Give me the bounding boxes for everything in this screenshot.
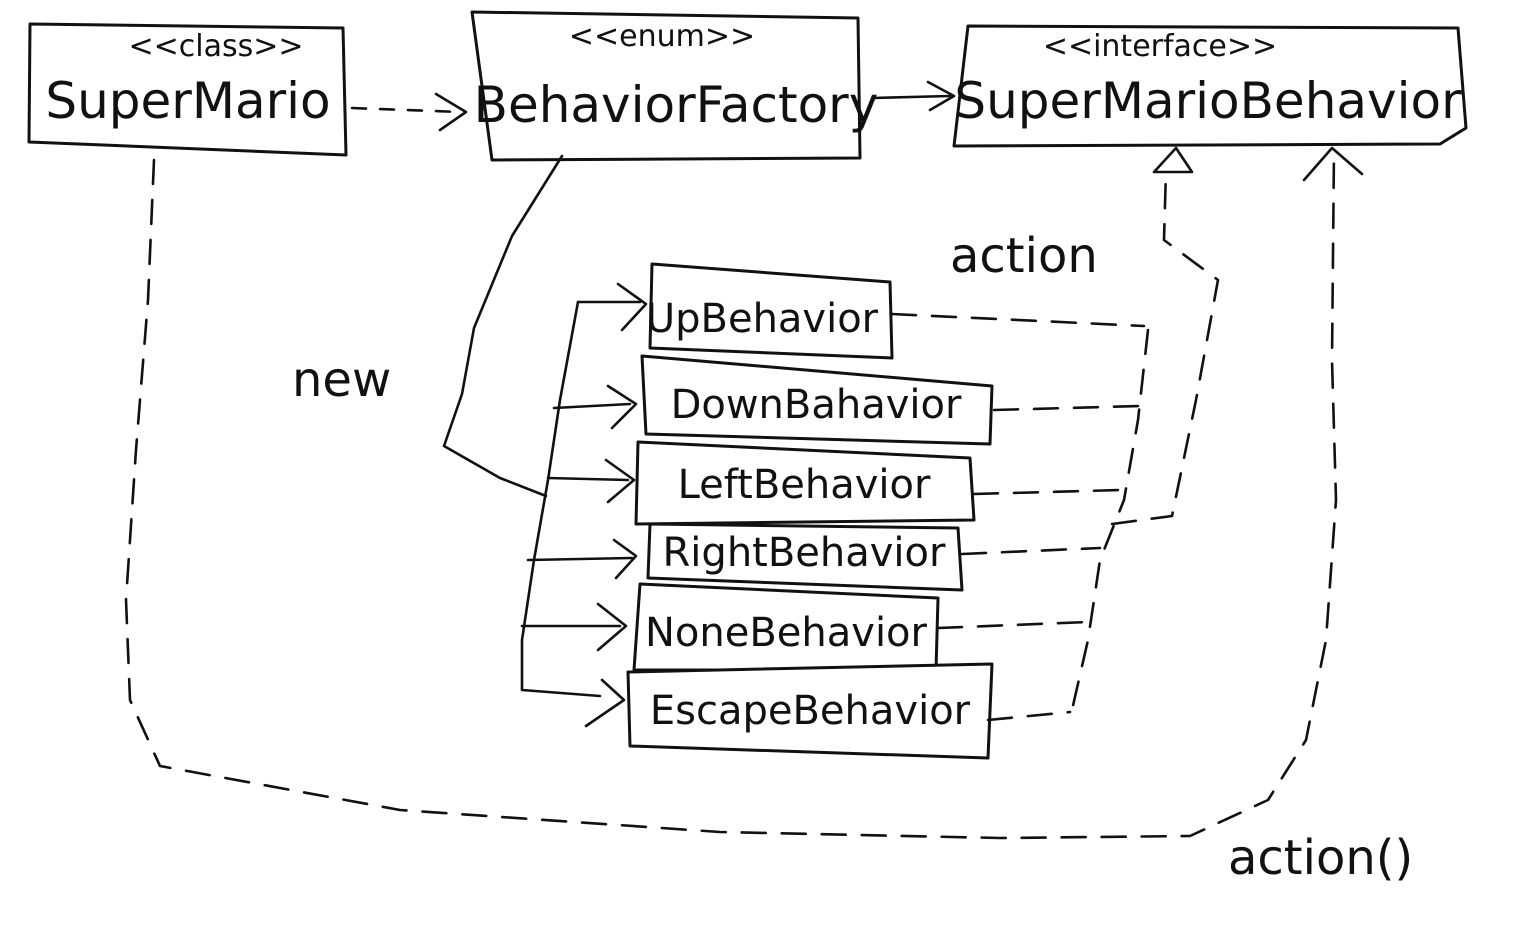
escape-behavior-name: EscapeBehavior: [650, 688, 971, 734]
behavior-factory-name: BehaviorFactory: [474, 76, 879, 134]
super-mario-class[interactable]: <<class>> SuperMario: [27, 22, 348, 157]
right-behavior-name: RightBehavior: [663, 530, 947, 576]
action-call-label: action(): [1228, 830, 1413, 886]
none-behavior-class[interactable]: NoneBehavior: [632, 582, 940, 672]
up-behavior-name: UpBehavior: [646, 296, 879, 342]
super-mario-behavior-stereotype: <<interface>>: [1043, 29, 1277, 64]
right-behavior-class[interactable]: RightBehavior: [646, 522, 964, 592]
new-label: new: [292, 352, 391, 408]
association-arrow-factory-to-interface: [870, 80, 956, 112]
dependency-arrow-mario-to-factory: [350, 92, 468, 132]
down-behavior-name: DownBahavior: [671, 382, 962, 428]
behavior-factory-enum[interactable]: <<enum>> BehaviorFactory: [470, 10, 879, 162]
super-mario-behavior-interface[interactable]: <<interface>> SuperMarioBehavior: [952, 24, 1468, 148]
super-mario-behavior-name: SuperMarioBehavior: [954, 72, 1462, 130]
realization-connector: [890, 146, 1220, 722]
none-behavior-name: NoneBehavior: [645, 610, 928, 656]
action-label: action: [950, 228, 1098, 284]
action-call-connector: [124, 146, 1364, 840]
behavior-factory-stereotype: <<enum>>: [569, 19, 755, 54]
down-behavior-class[interactable]: DownBahavior: [640, 354, 994, 446]
super-mario-stereotype: <<class>>: [128, 29, 303, 64]
escape-behavior-class[interactable]: EscapeBehavior: [626, 662, 994, 760]
super-mario-name: SuperMario: [45, 72, 330, 130]
left-behavior-name: LeftBehavior: [678, 462, 931, 508]
creation-connector: [442, 154, 648, 728]
left-behavior-class[interactable]: LeftBehavior: [634, 440, 976, 526]
up-behavior-class[interactable]: UpBehavior: [646, 262, 894, 360]
